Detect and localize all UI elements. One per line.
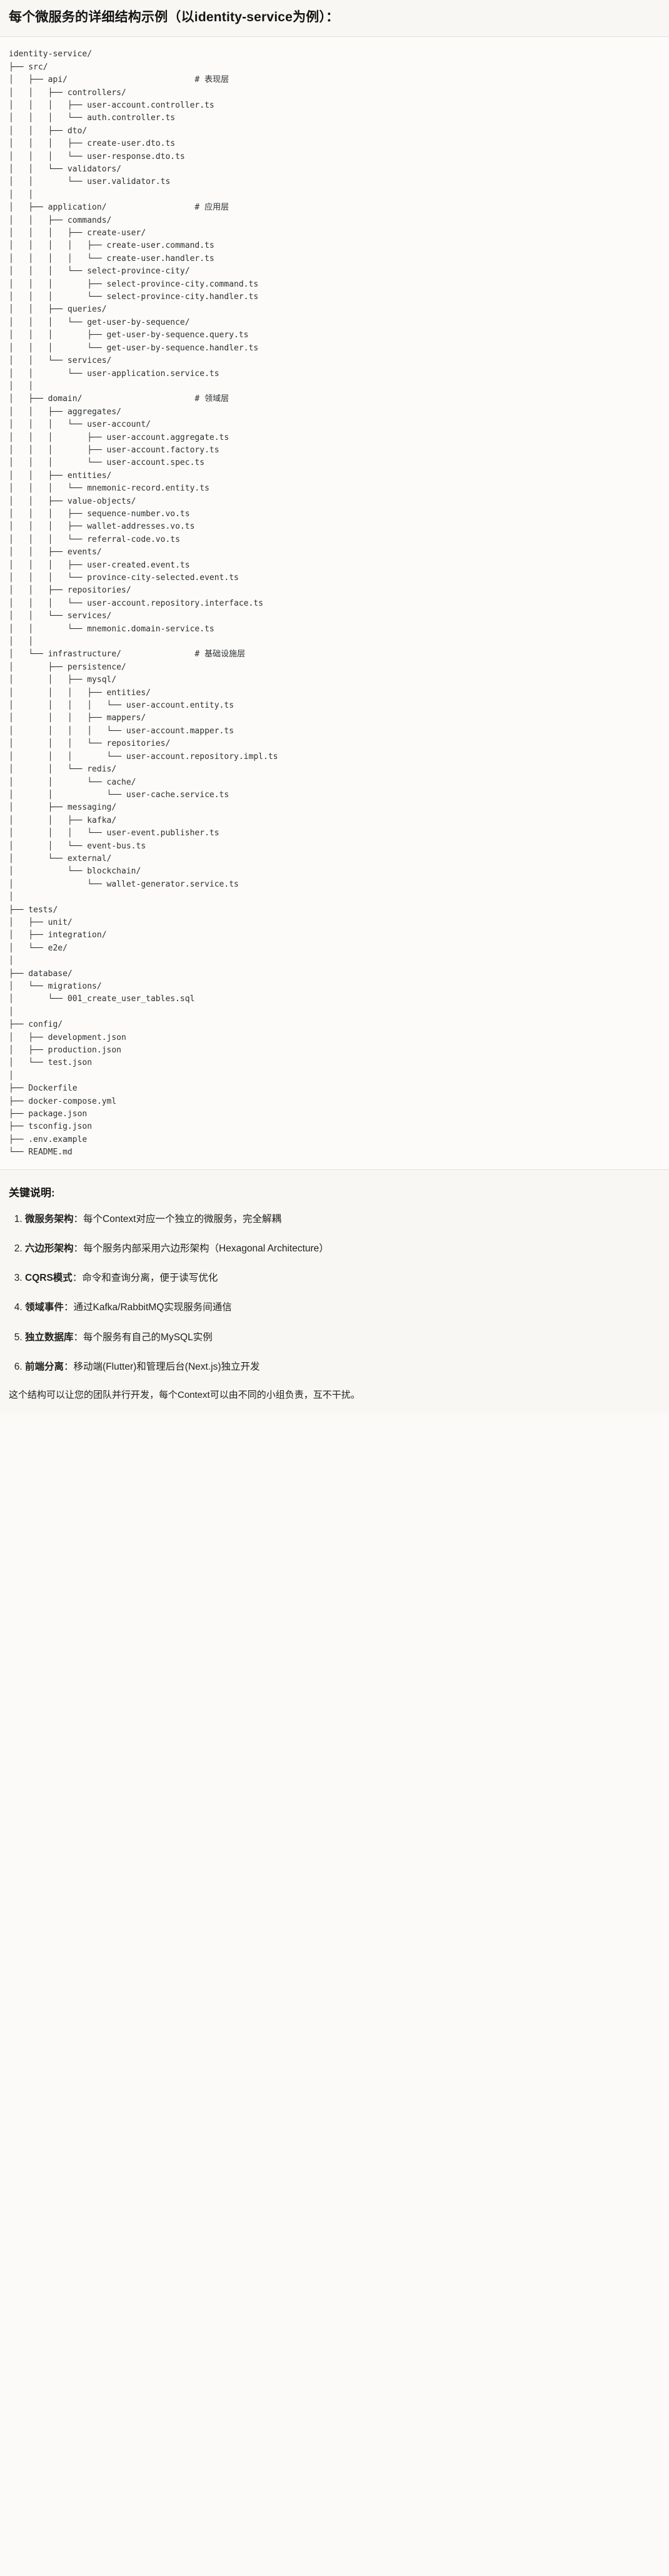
note-sep: ： bbox=[64, 1302, 74, 1313]
list-item: 六边形架构：每个服务内部采用六边形架构（Hexagonal Architectu… bbox=[25, 1241, 660, 1256]
note-term: 前端分离 bbox=[25, 1361, 64, 1372]
note-sep: ： bbox=[73, 1331, 84, 1343]
note-term: CQRS模式 bbox=[25, 1273, 73, 1284]
note-sep: ： bbox=[72, 1273, 83, 1284]
document-page: 每个微服务的详细结构示例（以identity-service为例）： ident… bbox=[0, 0, 669, 1413]
notes-heading: 关键说明: bbox=[9, 1186, 55, 1199]
notes-list: 微服务架构：每个Context对应一个独立的微服务，完全解耦 六边形架构：每个服… bbox=[9, 1212, 660, 1375]
note-desc: 移动端(Flutter)和管理后台(Next.js)独立开发 bbox=[73, 1361, 260, 1372]
list-item: 独立数据库：每个服务有自己的MySQL实例 bbox=[25, 1330, 660, 1345]
closing-paragraph: 这个结构可以让您的团队并行开发，每个Context可以由不同的小组负责，互不干扰… bbox=[9, 1390, 360, 1401]
note-desc: 每个Context对应一个独立的微服务，完全解耦 bbox=[83, 1213, 281, 1224]
divider-top bbox=[0, 36, 669, 38]
list-item: 领域事件：通过Kafka/RabbitMQ实现服务间通信 bbox=[25, 1300, 660, 1315]
title-section: 每个微服务的详细结构示例（以identity-service为例）： bbox=[0, 0, 669, 37]
note-desc: 每个服务内部采用六边形架构（Hexagonal Architecture） bbox=[83, 1243, 329, 1254]
note-term: 微服务架构 bbox=[25, 1213, 74, 1224]
list-item: 前端分离：移动端(Flutter)和管理后台(Next.js)独立开发 bbox=[25, 1360, 660, 1374]
note-term: 独立数据库 bbox=[25, 1331, 74, 1343]
note-desc: 通过Kafka/RabbitMQ实现服务间通信 bbox=[73, 1302, 232, 1313]
divider-bottom bbox=[0, 1169, 669, 1170]
notes-section: 关键说明: 微服务架构：每个Context对应一个独立的微服务，完全解耦 六边形… bbox=[0, 1169, 669, 1413]
note-term: 六边形架构 bbox=[25, 1243, 74, 1254]
list-item: 微服务架构：每个Context对应一个独立的微服务，完全解耦 bbox=[25, 1212, 660, 1226]
page-title: 每个微服务的详细结构示例（以identity-service为例）： bbox=[9, 10, 340, 24]
note-desc: 每个服务有自己的MySQL实例 bbox=[83, 1331, 213, 1343]
note-sep: ： bbox=[64, 1361, 74, 1372]
note-desc: 命令和查询分离，便于读写优化 bbox=[82, 1273, 218, 1284]
directory-tree: identity-service/ ├── src/ │ ├── api/ # … bbox=[9, 49, 278, 1158]
note-sep: ： bbox=[73, 1243, 84, 1254]
list-item: CQRS模式：命令和查询分离，便于读写优化 bbox=[25, 1271, 660, 1285]
note-sep: ： bbox=[73, 1213, 84, 1224]
code-block-section: identity-service/ ├── src/ │ ├── api/ # … bbox=[0, 37, 669, 1169]
note-term: 领域事件 bbox=[25, 1302, 64, 1313]
